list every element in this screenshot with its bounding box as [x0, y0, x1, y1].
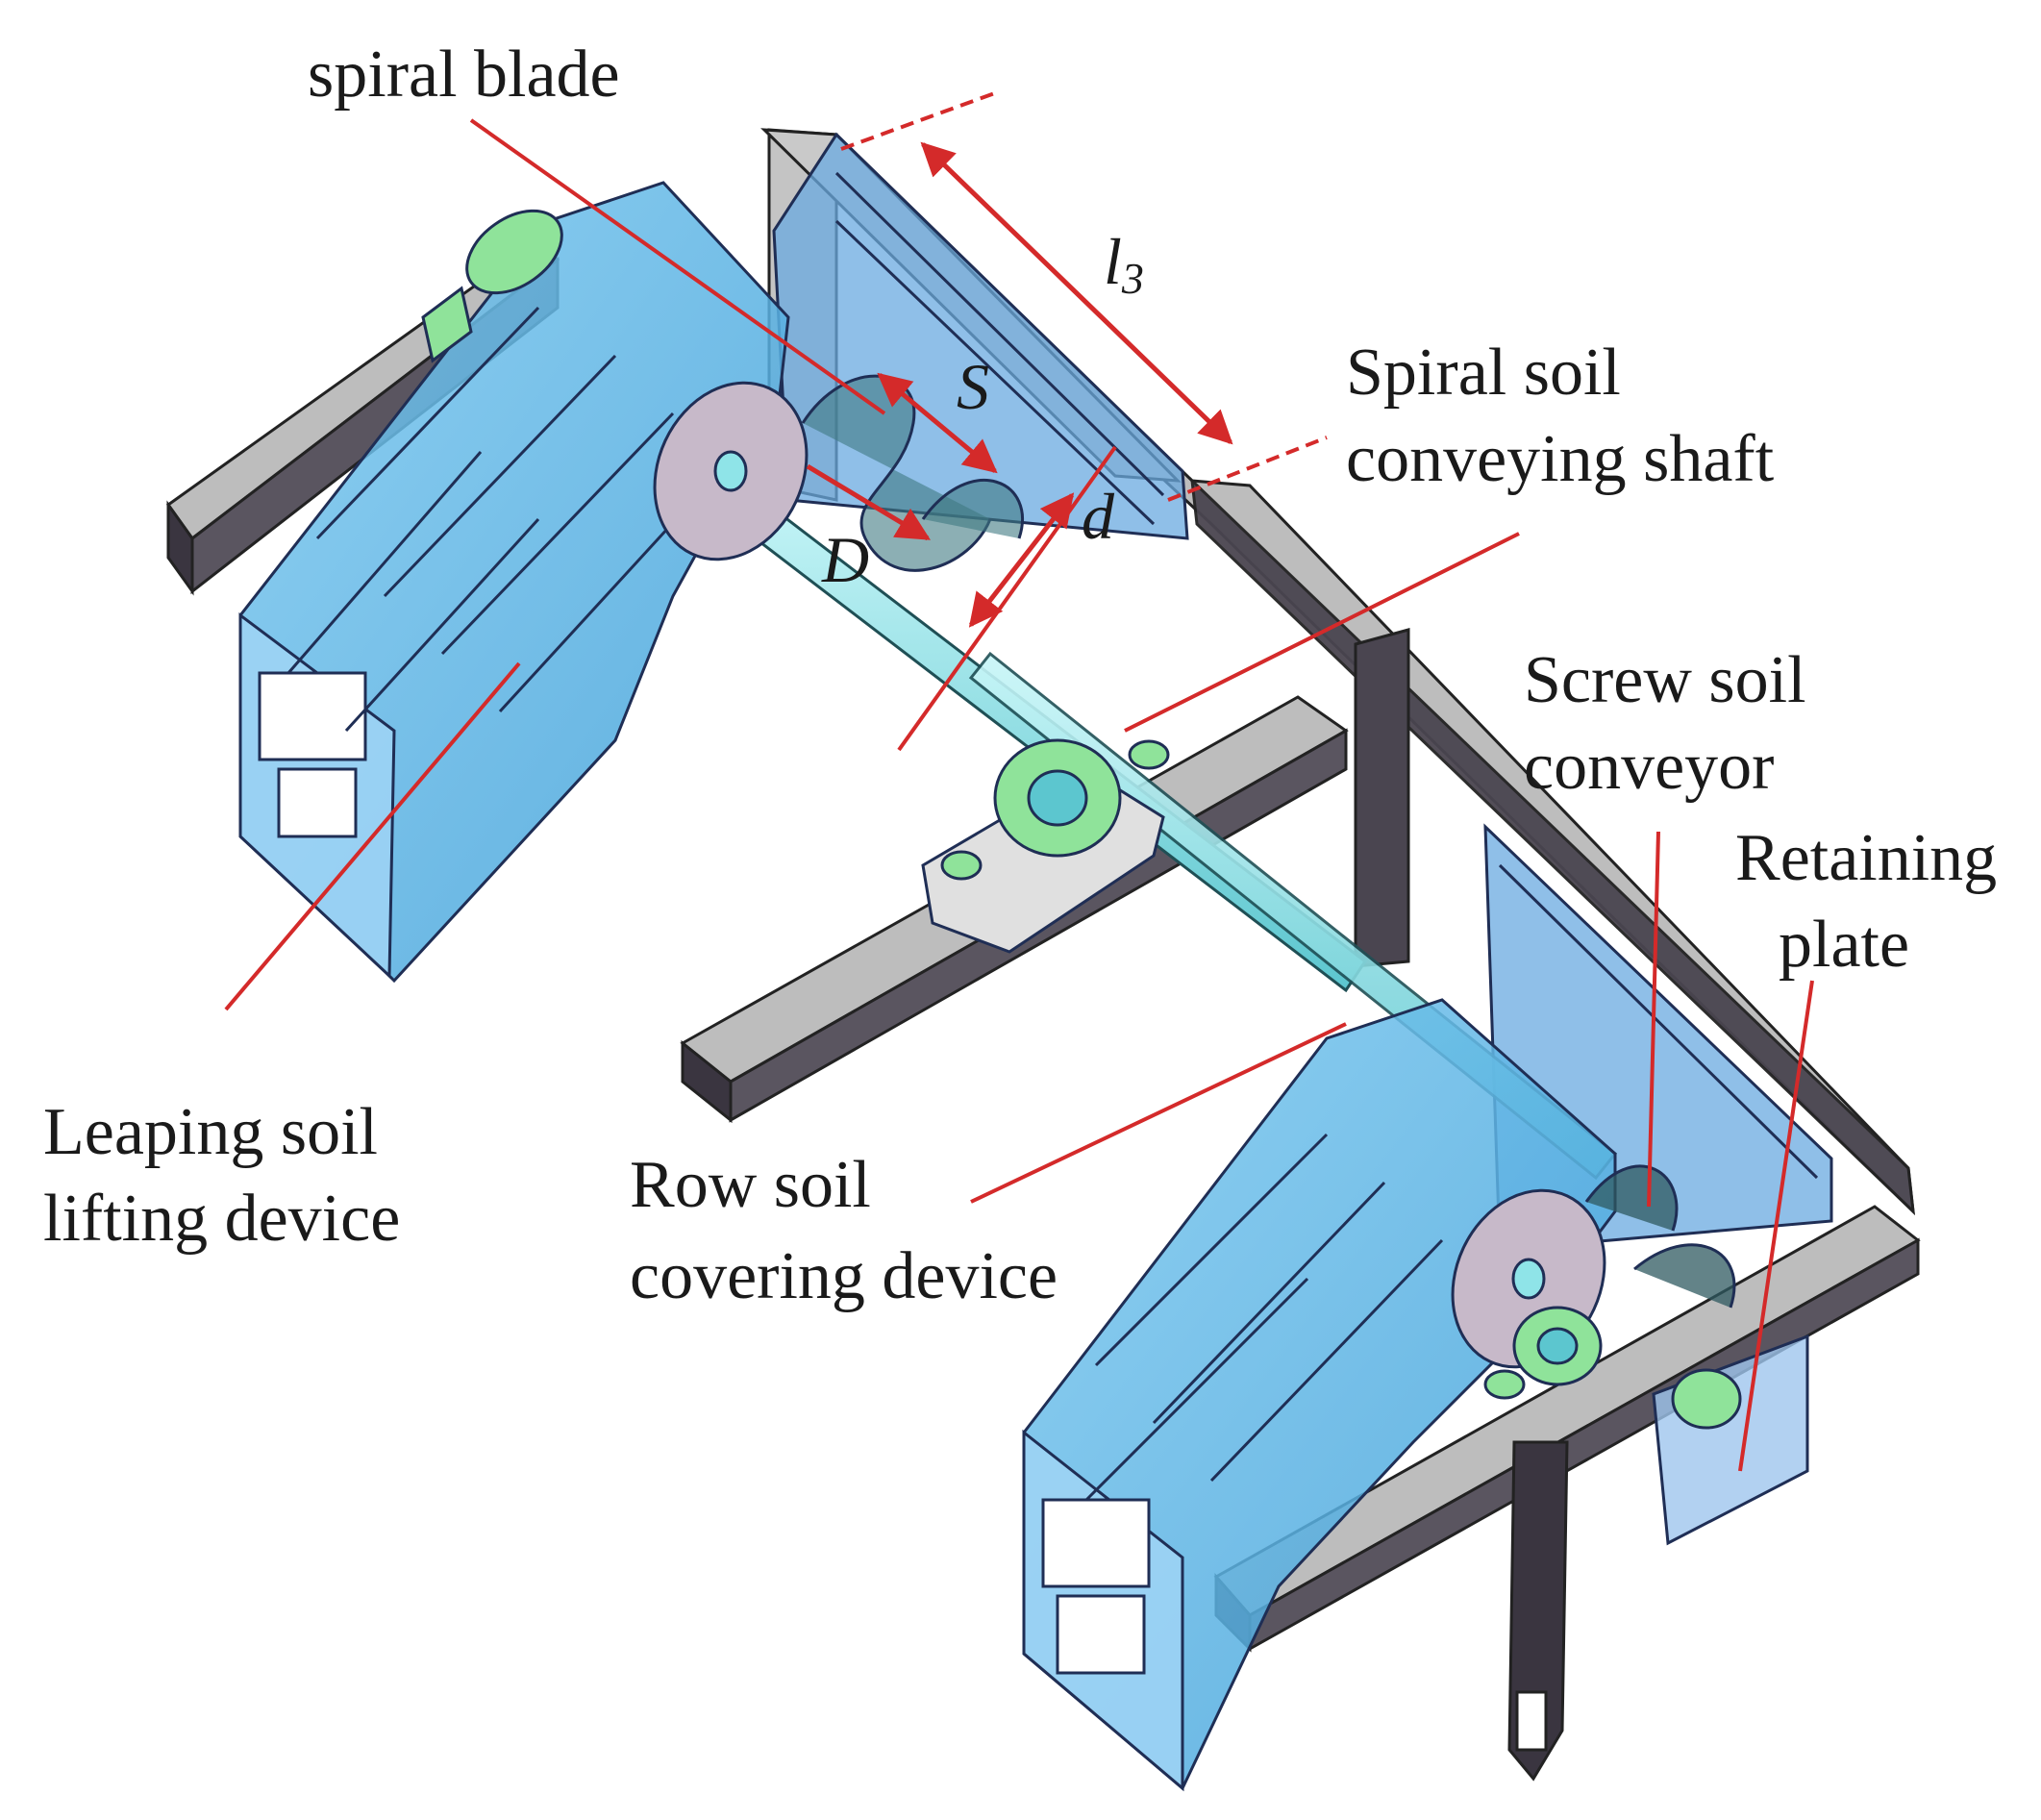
leader-row-soil: [970, 1022, 1347, 1204]
label-screw-conveyor-2: conveyor: [1524, 730, 1774, 804]
mid-bearing: [921, 738, 1170, 954]
label-spiral-shaft-1: Spiral soil: [1346, 336, 1621, 410]
leader-spiral-shaft: [1124, 532, 1520, 733]
label-spiral-shaft-2: conveying shaft: [1346, 422, 1775, 496]
leader-spiral-blade: [469, 118, 886, 415]
dim-l3-subscript: 3: [1121, 254, 1144, 303]
label-row-soil-2: covering device: [630, 1239, 1058, 1313]
label-leaping-2: lifting device: [43, 1182, 400, 1256]
dim-l3: l3: [1104, 225, 1144, 303]
l3-ext-top: [840, 89, 1001, 151]
leader-leaping: [224, 661, 521, 1011]
leader-retaining-plate: [1738, 980, 1814, 1472]
dim-S: S: [957, 350, 989, 423]
l3-arrow: [920, 141, 1233, 445]
label-screw-conveyor-1: Screw soil: [1524, 643, 1806, 717]
label-row-soil-1: Row soil: [630, 1148, 871, 1222]
row-soil-covering-device: [1022, 998, 1742, 1792]
label-leaping-1: Leaping soil: [43, 1095, 378, 1169]
dim-D: D: [821, 523, 869, 596]
dimension-arrows: [806, 141, 1233, 628]
leaping-soil-lifting-device: [238, 181, 809, 984]
S-arrow: [877, 372, 998, 474]
d-arrow: [968, 492, 1075, 628]
label-retaining-plate-1: Retaining: [1735, 821, 1997, 895]
D-arrow: [806, 463, 932, 541]
leader-screw-conveyor: [1647, 831, 1660, 1208]
label-spiral-blade: spiral blade: [308, 37, 620, 112]
label-retaining-plate-2: plate: [1779, 908, 1909, 982]
dim-d: d: [1082, 480, 1115, 553]
retaining-plate-rear: [772, 132, 1189, 540]
l3-ext-bottom: [1167, 436, 1328, 502]
dim-l3-symbol: l: [1104, 225, 1122, 298]
